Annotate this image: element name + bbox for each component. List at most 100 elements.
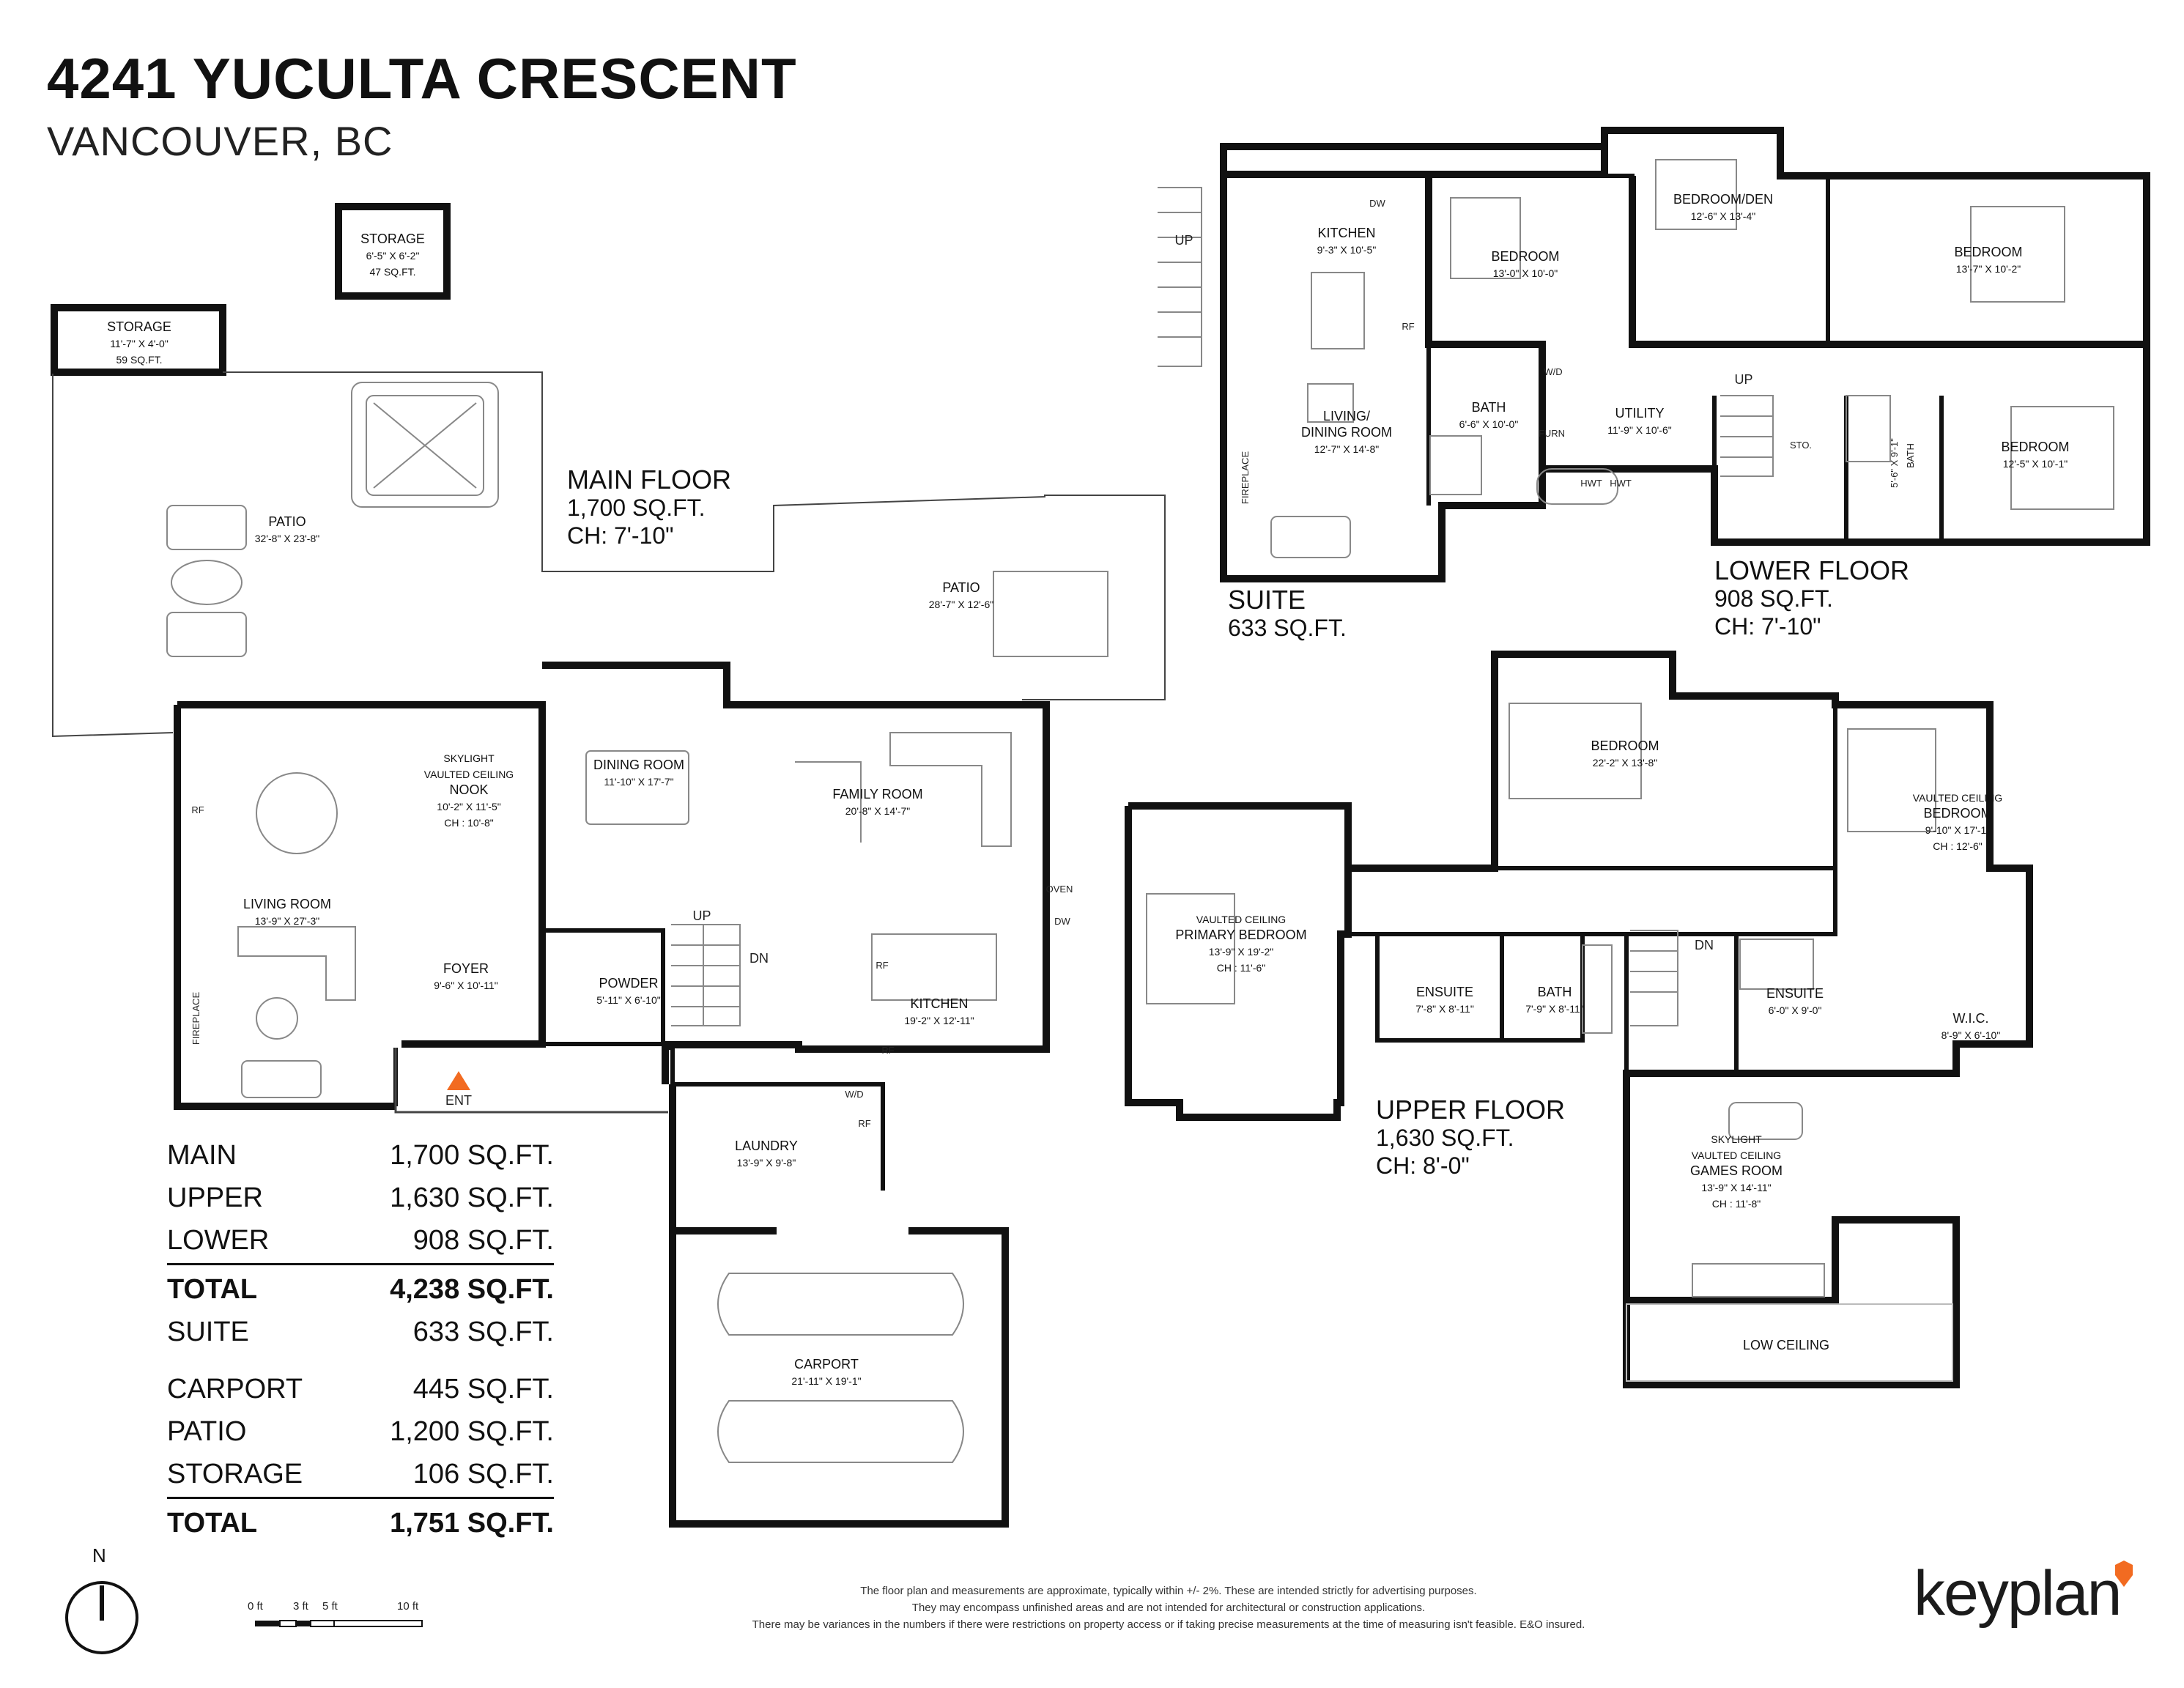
games-chairs (1728, 1102, 1803, 1140)
fixture-label-up3: UP (1734, 372, 1752, 387)
fixture-label-dn2: DN (1695, 938, 1714, 952)
fixture-label-furn: FURN (1539, 428, 1565, 439)
den-bed (1655, 159, 1737, 230)
patio-sofa (166, 505, 247, 550)
fixture-label-dw2: DW (1369, 198, 1385, 209)
scale-0: 0 ft (248, 1600, 263, 1613)
fixture-label-wd2: W/D (1544, 366, 1562, 377)
summary-divider (167, 1263, 554, 1265)
suite-shower (1429, 435, 1482, 495)
storage-wide-outline (51, 304, 226, 376)
lower-bed-2 (2010, 406, 2114, 510)
upper-tub (1582, 944, 1613, 1034)
scale-3: 3 ft (293, 1600, 308, 1613)
fixture-label-fp2: FIREPLACE (1240, 451, 1251, 505)
scale-5: 5 ft (322, 1600, 338, 1613)
main-floor-label: MAIN FLOOR 1,700 SQ.FT. CH: 7'-10" (567, 466, 731, 549)
patio-outline (52, 371, 1166, 738)
fixture-label-hwt1: HWT (1580, 478, 1602, 489)
lower-floor-interior (1712, 176, 1944, 542)
keyplan-logo: keyplan (1914, 1558, 2122, 1629)
disclaimer-line-2: They may encompass unfinished areas and … (911, 1602, 1426, 1614)
city-subtitle: VANCOUVER, BC (47, 118, 393, 164)
dining-table (585, 750, 689, 825)
scale-10: 10 ft (397, 1600, 419, 1613)
fixture-label-bathv: BATH (1905, 443, 1916, 468)
suite-area: 633 SQ.FT. (1228, 615, 1347, 641)
primary-bed (1146, 893, 1235, 1004)
patio-bench (993, 571, 1108, 657)
fixture-label-up2: UP (1174, 233, 1193, 248)
fixture-label-ent: ENT (445, 1093, 472, 1108)
disclaimer-line-3: There may be variances in the numbers if… (752, 1618, 1585, 1631)
disclaimer-line-1: The floor plan and measurements are appr… (860, 1585, 1477, 1597)
garage-walls (669, 1084, 1009, 1528)
lower-bed-1 (1970, 206, 2065, 303)
lower-stairs (1720, 395, 1774, 477)
fixture-label-rf4: RF (858, 1118, 870, 1129)
upper-floor-interior (1341, 705, 1958, 1073)
living-coffee-table (256, 997, 298, 1040)
storage-small-outline (335, 203, 451, 300)
main-floor-area: 1,700 SQ.FT. (567, 495, 706, 521)
upper-bed-1 (1509, 703, 1642, 799)
lower-floor-ceiling: CH: 7'-10" (1714, 613, 1821, 640)
fixture-label-rf2: RF (876, 960, 888, 971)
suite-label: SUITE 633 SQ.FT. (1228, 586, 1347, 642)
suite-sofa (1270, 516, 1351, 558)
main-stairs (671, 924, 741, 1026)
suite-island (1311, 272, 1365, 349)
keyplan-logo-mark-icon (2115, 1561, 2133, 1587)
fixture-label-rf5: RF (1402, 321, 1414, 332)
family-sofa (795, 732, 1012, 847)
entry-walls (394, 1048, 668, 1114)
suite-stairs (1158, 187, 1202, 367)
living-sofa (237, 926, 356, 1001)
room-label-lowceil: LOW CEILING (1743, 1338, 1829, 1352)
fixture-label-sto: STO. (1790, 440, 1812, 451)
suite-bed (1450, 197, 1521, 279)
games-bench (1692, 1263, 1825, 1298)
upper-floor-area: 1,630 SQ.FT. (1376, 1125, 1514, 1151)
patio-sofa-2 (166, 612, 247, 657)
fixture-label-rf1: RF (191, 804, 204, 815)
fixture-label-dw1: DW (1054, 916, 1070, 927)
upper-floor-label: UPPER FLOOR 1,630 SQ.FT. CH: 8'-0" (1376, 1096, 1565, 1180)
main-floor-ceiling: CH: 7'-10" (567, 522, 674, 549)
suite-walls (1220, 143, 1608, 582)
entrance-marker (447, 1071, 470, 1090)
lower-floor-label: LOWER FLOOR 908 SQ.FT. CH: 7'-10" (1714, 557, 1909, 640)
fixture-label-fp1: FIREPLACE (190, 992, 201, 1045)
patio-table (171, 560, 243, 605)
lower-floor-name: LOWER FLOOR (1714, 555, 1910, 585)
